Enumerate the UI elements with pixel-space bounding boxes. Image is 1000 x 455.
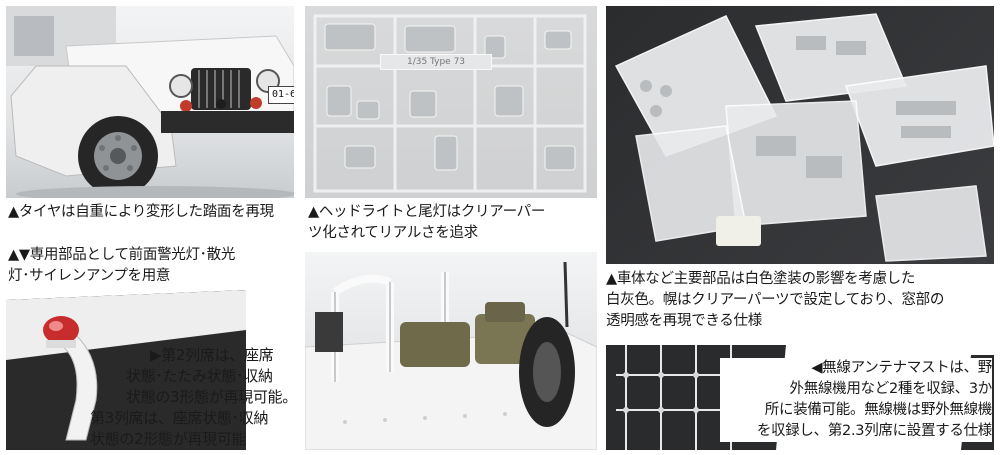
warning-light-illustration xyxy=(6,290,246,450)
caption-warning-light: ▲▼専用部品として前面警光灯･散光 灯･サイレンアンプを用意 xyxy=(8,247,236,284)
sprue-tag: 1/35 Type 73 xyxy=(380,54,492,70)
caption-headlight: ▲ヘッドライトと尾灯はクリアーパー ツ化されてリアルさを追求 xyxy=(308,204,546,241)
photo-body-sprues xyxy=(606,6,994,264)
photo-warning-light xyxy=(6,290,296,450)
photo-vehicle-interior xyxy=(305,252,597,450)
photo-vehicle-front: 01-666 xyxy=(6,6,294,198)
vehicle-interior-illustration xyxy=(305,261,597,450)
body-sprues-illustration xyxy=(614,13,994,262)
clear-sprue-illustration xyxy=(313,14,587,193)
photo-clear-sprue: 1/35 Type 73 xyxy=(305,6,597,198)
caption-tire: ▲タイヤは自重により変形した踏面を再現 xyxy=(8,204,274,220)
vehicle-front-illustration xyxy=(6,6,294,198)
license-plate: 01-666 xyxy=(268,86,294,104)
caption-body-parts: ▲車体など主要部品は白色塗装の影響を考慮した 白灰色。幌はクリアーパーツで設定し… xyxy=(606,271,945,329)
caption-seats: ▶第2列席は、座席 状態･たたみ状態･収納 状態の3形態が再現可能。 第3列席は… xyxy=(90,346,297,448)
caption-antenna: ◀無線アンテナマストは、野 外無線機用など2種を収録、3か 所に装備可能。無線機… xyxy=(720,358,992,442)
